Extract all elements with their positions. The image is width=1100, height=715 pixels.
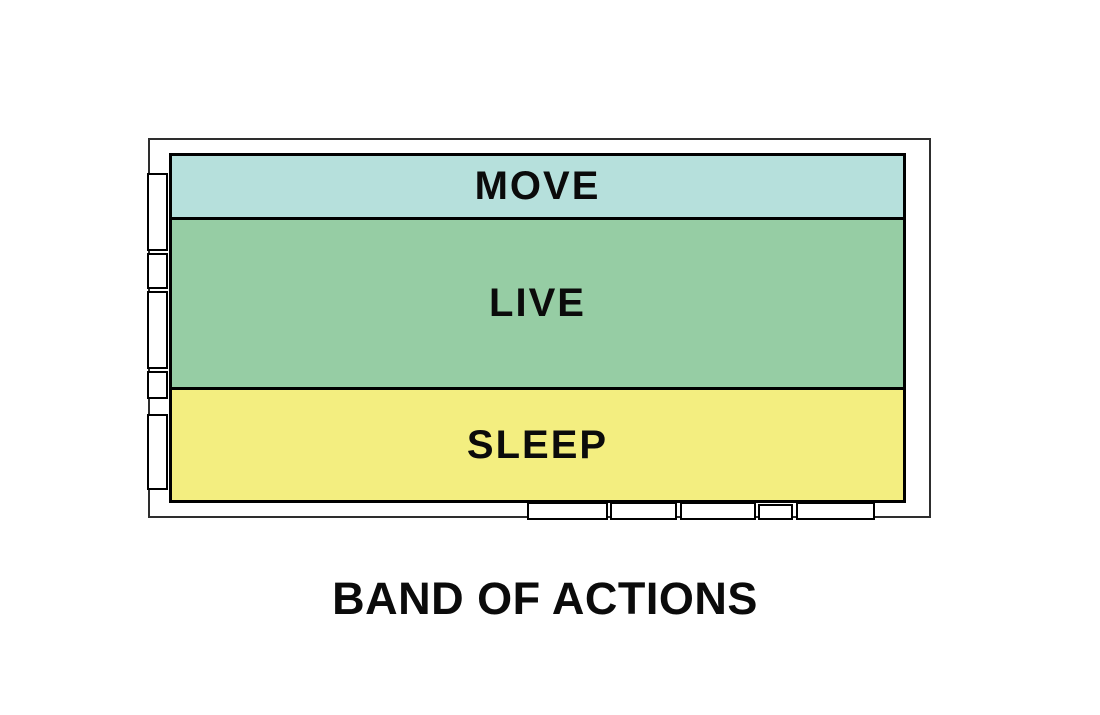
band-sleep-label: SLEEP — [466, 423, 609, 467]
bottom-tab — [610, 502, 677, 520]
diagram-title: BAND OF ACTIONS — [332, 573, 758, 624]
bottom-tab — [527, 502, 608, 520]
band-move-label: MOVE — [474, 164, 601, 209]
left-tab — [147, 173, 168, 251]
left-tab — [147, 371, 168, 399]
bottom-tab — [680, 502, 756, 520]
bottom-tab — [796, 502, 875, 520]
bottom-tab — [758, 504, 793, 520]
band-sleep: SLEEP — [172, 387, 903, 500]
band-live-label: LIVE — [489, 281, 586, 326]
band-stack: MOVE LIVE SLEEP — [169, 153, 906, 503]
left-tab — [147, 253, 168, 289]
left-tab — [147, 291, 168, 369]
left-tab — [147, 414, 168, 490]
band-live: LIVE — [172, 216, 903, 387]
band-move: MOVE — [172, 156, 903, 217]
